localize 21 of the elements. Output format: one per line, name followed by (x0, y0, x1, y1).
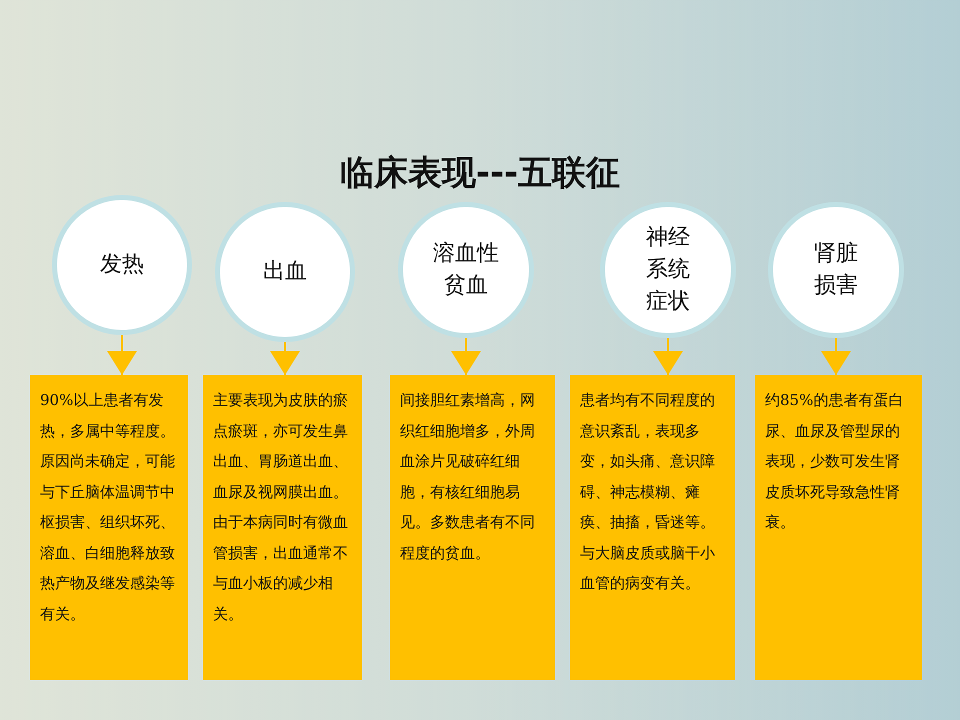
text-card (755, 375, 922, 680)
text-card (570, 375, 735, 680)
symptom-label: 出血 (262, 258, 308, 286)
text-card (390, 375, 555, 680)
text-card (203, 375, 362, 680)
arrow (821, 338, 851, 375)
description-text: 约85%的患者有蛋白尿、血尿及管型尿的表现，少数可发生肾皮质坏死导致急性肾衰。 (765, 390, 904, 533)
arrow (653, 338, 683, 375)
arrow (451, 338, 481, 375)
symptom-label: 肾脏损害 (813, 240, 859, 300)
description-text: 90%以上患者有发热，多属中等程度。原因尚未确定，可能与下丘脑体温调节中枢损害、组织坏死、溶血、白细胞释放致热产物及继发感染等有关。 (40, 390, 176, 624)
slide-title: 临床表现---五联征 (338, 152, 622, 195)
description-text: 患者均有不同程度的意识紊乱，表现多变，如头痛、意识障碍、神志模糊、瘫痪、抽搐，昏迷等。与大脑皮质或脑干小血管的病变有关。 (580, 390, 716, 594)
arrow (270, 342, 300, 375)
text-card (30, 375, 188, 680)
symptom-label: 溶血性贫血 (432, 240, 500, 300)
symptom-label: 神经系统症状 (645, 224, 691, 316)
symptom-label: 发热 (99, 251, 145, 279)
arrow (107, 335, 137, 375)
description-text: 间接胆红素增高，网织红细胞增多，外周血涂片见破碎红细胞，有核红细胞易见。多数患者有不同程度的贫血。 (400, 390, 536, 564)
description-text: 主要表现为皮肤的瘀点瘀斑，亦可发生鼻出血、胃肠道出血、血尿及视网膜出血。由于本病同时有微血管损害，出血通常不与血小板的减少相关。 (213, 390, 349, 624)
